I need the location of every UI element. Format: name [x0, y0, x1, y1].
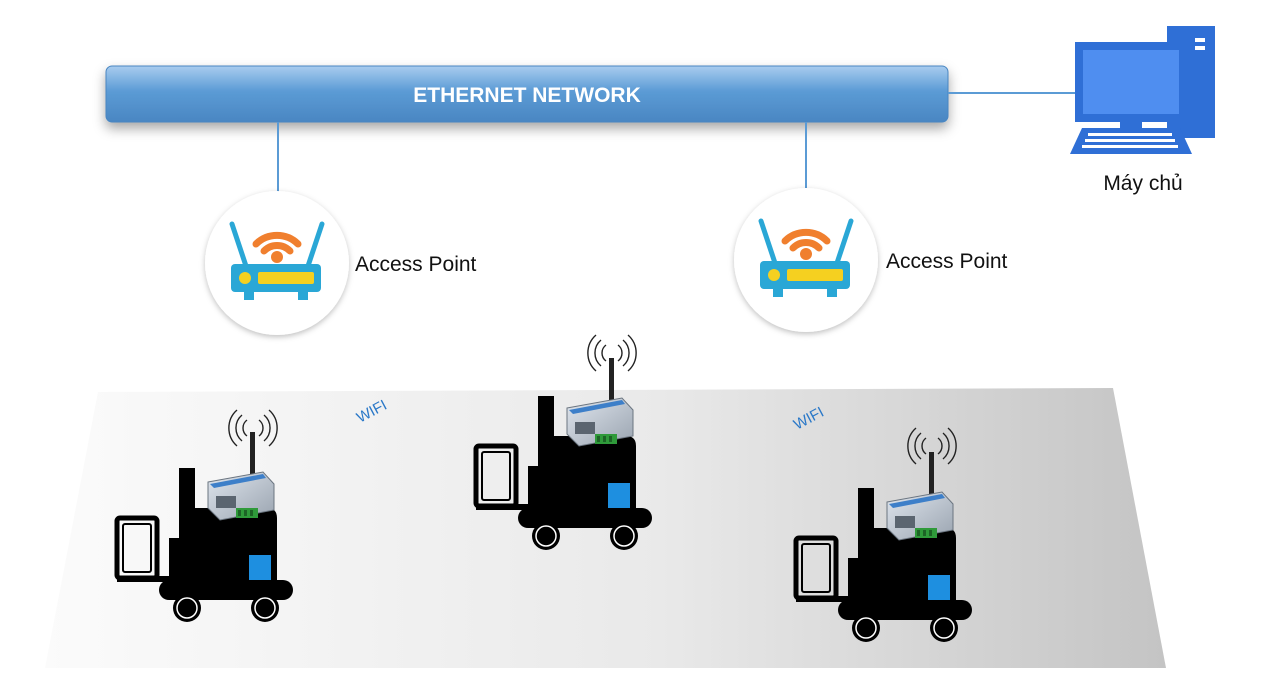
wifi-router-icon — [758, 218, 854, 297]
desktop-computer-icon — [1070, 26, 1215, 154]
wifi-router-icon — [229, 221, 325, 300]
ethernet-network-label: ETHERNET NETWORK — [413, 84, 641, 107]
server-label: Máy chủ — [1103, 172, 1182, 195]
access-point-2-label: Access Point — [886, 250, 1008, 273]
access-point-2 — [734, 188, 878, 332]
access-point-1-label: Access Point — [355, 253, 477, 276]
access-point-1 — [205, 191, 349, 335]
